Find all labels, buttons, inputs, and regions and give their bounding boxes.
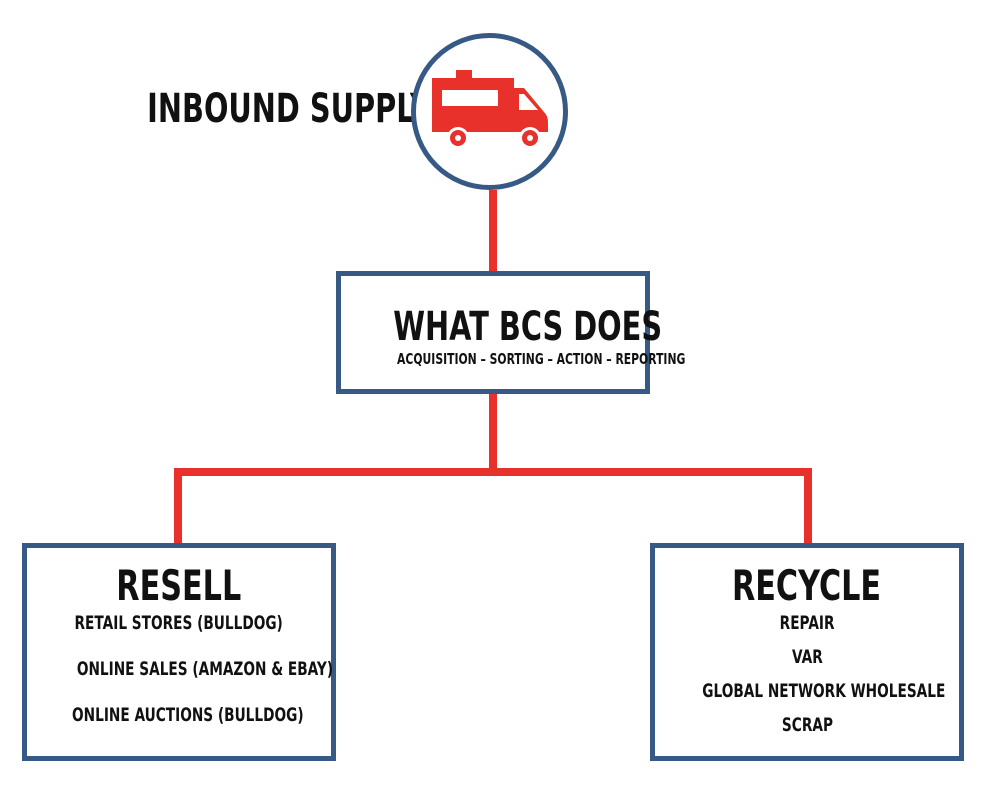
- what-bcs-does-tagline: ACQUISITION – SORTING – ACTION – REPORTI…: [397, 350, 686, 368]
- inbound-supply-label: INBOUND SUPPLY: [92, 86, 432, 132]
- resell-item: ONLINE SALES (AMAZON & EBAY): [76, 658, 334, 680]
- recycle-item: GLOBAL NETWORK WHOLESALE: [702, 680, 946, 702]
- truck-icon: [432, 70, 548, 149]
- recycle-item: REPAIR: [779, 612, 835, 634]
- recycle-box: RECYCLE REPAIR VAR GLOBAL NETWORK WHOLES…: [650, 543, 964, 761]
- what-bcs-does-box: WHAT BCS DOES ACQUISITION – SORTING – AC…: [336, 271, 685, 394]
- recycle-title: RECYCLE: [732, 561, 882, 610]
- inbound-supply-text: INBOUND SUPPLY: [147, 86, 431, 132]
- recycle-item: SCRAP: [781, 714, 833, 736]
- resell-item: ONLINE AUCTIONS (BULLDOG): [72, 704, 304, 726]
- resell-item: RETAIL STORES (BULLDOG): [74, 612, 284, 634]
- resell-title: RESELL: [116, 561, 242, 610]
- inbound-supply-node: [411, 33, 568, 190]
- what-bcs-does-title: WHAT BCS DOES: [393, 304, 663, 350]
- resell-box: RESELL RETAIL STORES (BULLDOG) ONLINE SA…: [22, 543, 336, 761]
- recycle-item: VAR: [791, 646, 823, 668]
